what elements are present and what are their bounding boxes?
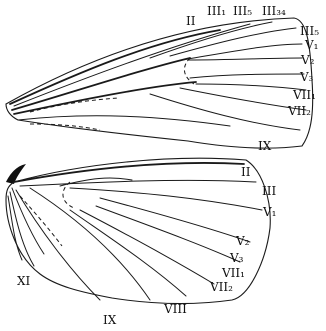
hindwing-label-v2: V₂: [235, 234, 250, 248]
hindwing-label-vii2: VII₂: [209, 280, 233, 294]
forewing-label-vii1: VII₁: [292, 88, 316, 102]
forewing-vein-vii2: [150, 94, 300, 130]
forewing-label-v3: V₃: [299, 70, 314, 84]
forewing-label-ix: IX: [258, 139, 272, 153]
forewing-label-v2: V₂: [300, 53, 315, 67]
hindwing-vein-iii: [20, 180, 256, 186]
hindwing-label-v1: V₁: [262, 205, 276, 219]
forewing-outline: [6, 18, 313, 148]
hindwing-vein-vii1: [80, 210, 214, 284]
forewing-label-iii1: III₁: [207, 4, 226, 18]
forewing-vein-ii: [10, 30, 220, 104]
hindwing-vein-viii: [30, 188, 150, 300]
forewing-vein-cubitus: [14, 82, 196, 114]
hindwing-label-xi: XI: [17, 274, 31, 288]
hindwing-label-vii1: VII₁: [221, 266, 245, 280]
forewing-vein-v1: [188, 58, 302, 60]
forewing-vein-v2: [190, 74, 304, 78]
hindwing-vein-v3: [96, 206, 240, 262]
forewing-label-iii2: III₅: [233, 4, 252, 18]
forewing-label-iii34: III₃₄: [262, 4, 286, 18]
hindwing-label-iii: III: [262, 184, 276, 198]
forewing-vein-iii5: [182, 44, 302, 60]
forewing-label-v1: V₁: [304, 38, 318, 52]
hindwing-label-v3: V₃: [229, 251, 244, 265]
forewing-label-vii2: VII₂: [287, 104, 311, 118]
forewing-label-iii5: III₅: [300, 24, 319, 38]
hindwing-vein-vii2: [70, 210, 186, 296]
hindwing-discal-closure: [63, 182, 74, 208]
hindwing-label-viii: VIII: [163, 302, 187, 316]
forewing-discal-closure: [184, 58, 194, 84]
forewing-vein-v3: [196, 84, 306, 90]
hindwing-label-ii: II: [241, 165, 251, 179]
forewing-label-ii: II: [186, 14, 196, 28]
hindwing: II III V₁ V₂ V₃ VII₁ VII₂ VIII IX XI: [6, 158, 276, 327]
hindwing-label-ix: IX: [103, 313, 117, 327]
forewing: II III₁ III₅ III₃₄ III₅ V₁ V₂ V₃ VII₁ VI…: [6, 4, 319, 153]
